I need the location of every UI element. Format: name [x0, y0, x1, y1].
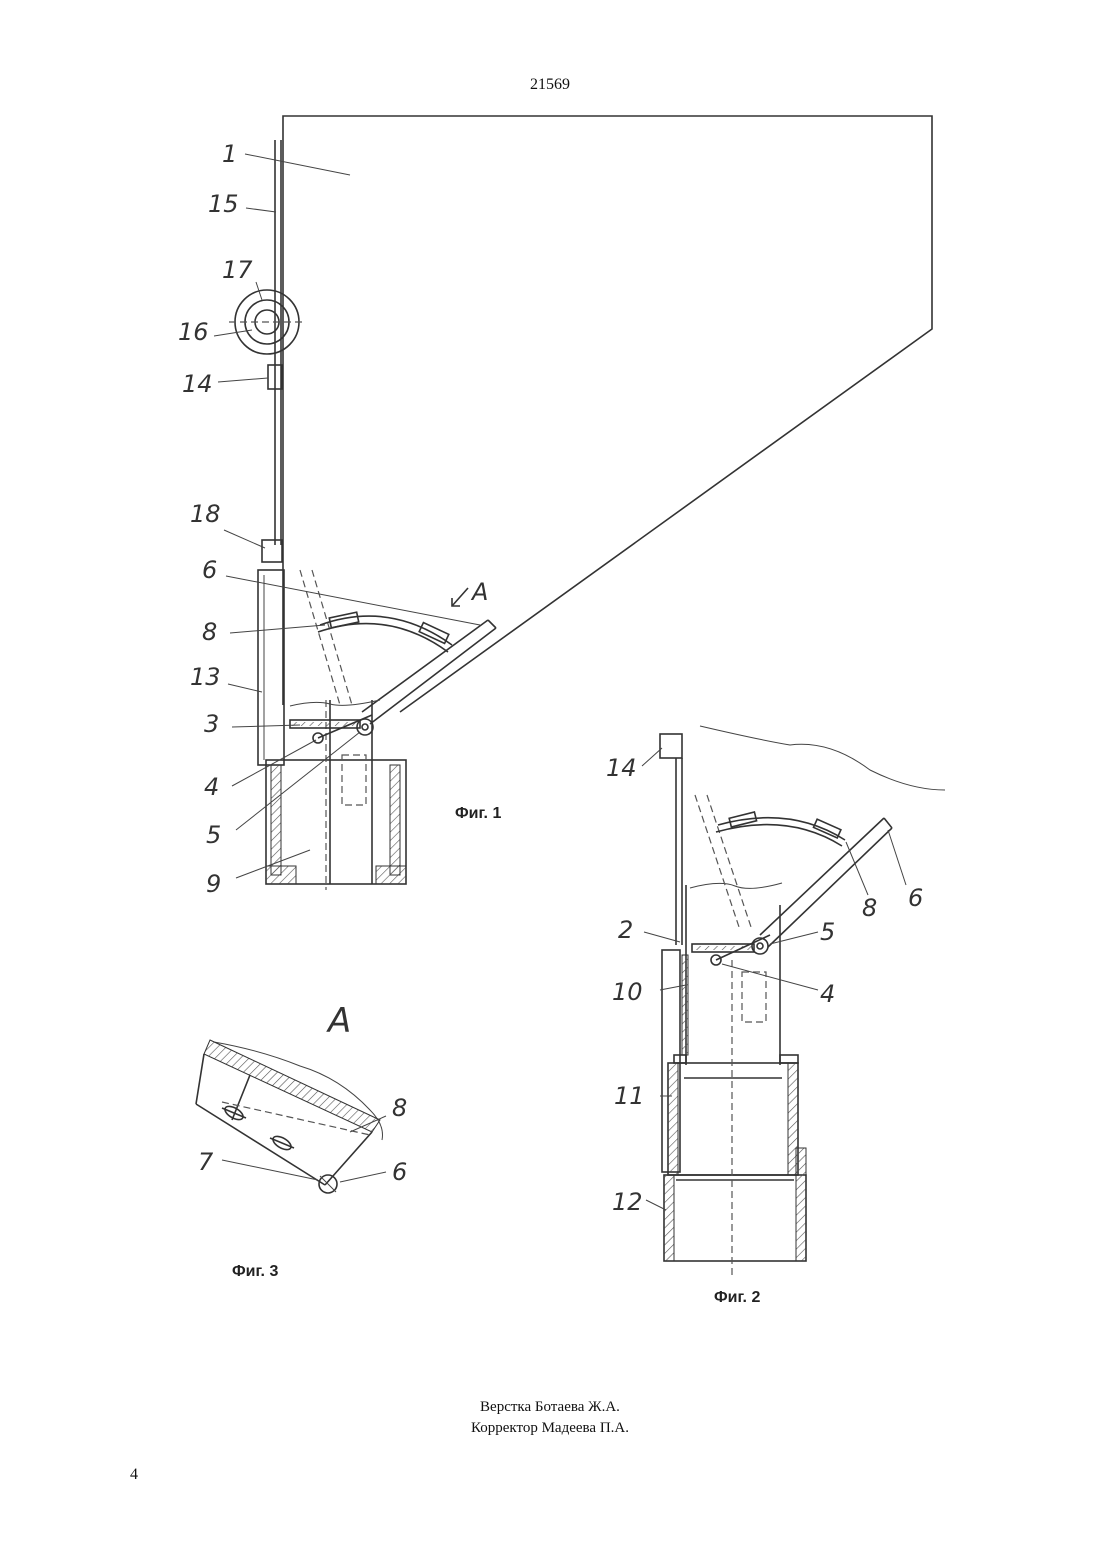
- view-title: А: [326, 1001, 351, 1041]
- part-label: 12: [612, 1188, 643, 1216]
- part-label: 9: [206, 870, 221, 898]
- figure-2-labels: 14 2 10 11 12 5 4 8 6 Фиг. 2: [606, 754, 923, 1306]
- figure-3-labels: А 8 7 6 Фиг. 3: [198, 1001, 407, 1280]
- proofreader-credit: Корректор Мадеева П.А.: [0, 1418, 1100, 1439]
- figure-1-drawing: [214, 116, 932, 890]
- part-label: 4: [820, 980, 835, 1008]
- part-label: 17: [222, 256, 253, 284]
- part-label: 7: [198, 1148, 214, 1176]
- part-label: 16: [178, 318, 209, 346]
- figure-2-drawing: [642, 726, 945, 1275]
- view-marker: А: [470, 578, 488, 606]
- part-label: 10: [612, 978, 643, 1006]
- footer-credits: Верстка Ботаева Ж.А. Корректор Мадеева П…: [0, 1397, 1100, 1439]
- part-label: 3: [204, 710, 219, 738]
- part-label: 18: [190, 500, 221, 528]
- part-label: 4: [204, 773, 219, 801]
- figure-3-caption: Фиг. 3: [232, 1263, 278, 1280]
- part-label: 6: [908, 884, 923, 912]
- part-label: 13: [190, 663, 221, 691]
- part-label: 5: [206, 821, 221, 849]
- layout-credit: Верстка Ботаева Ж.А.: [0, 1397, 1100, 1418]
- part-label: 5: [820, 918, 835, 946]
- page-number: 4: [130, 1466, 138, 1484]
- part-label: 8: [202, 618, 217, 646]
- figure-3-drawing: [196, 1040, 386, 1193]
- part-label: 2: [618, 916, 633, 944]
- part-label: 6: [392, 1158, 407, 1186]
- part-label: 8: [392, 1094, 407, 1122]
- figure-1-labels: 1 15 17 16 14 18 6 8 13 3 4 5 9 А Фиг. 1: [178, 140, 501, 898]
- part-label: 14: [182, 370, 213, 398]
- part-label: 6: [202, 556, 217, 584]
- part-label: 14: [606, 754, 637, 782]
- figure-1-caption: Фиг. 1: [455, 805, 501, 822]
- part-label: 8: [862, 894, 877, 922]
- figure-2-caption: Фиг. 2: [714, 1289, 760, 1306]
- part-label: 15: [208, 190, 239, 218]
- part-label: 11: [614, 1082, 645, 1110]
- part-label: 1: [222, 140, 237, 168]
